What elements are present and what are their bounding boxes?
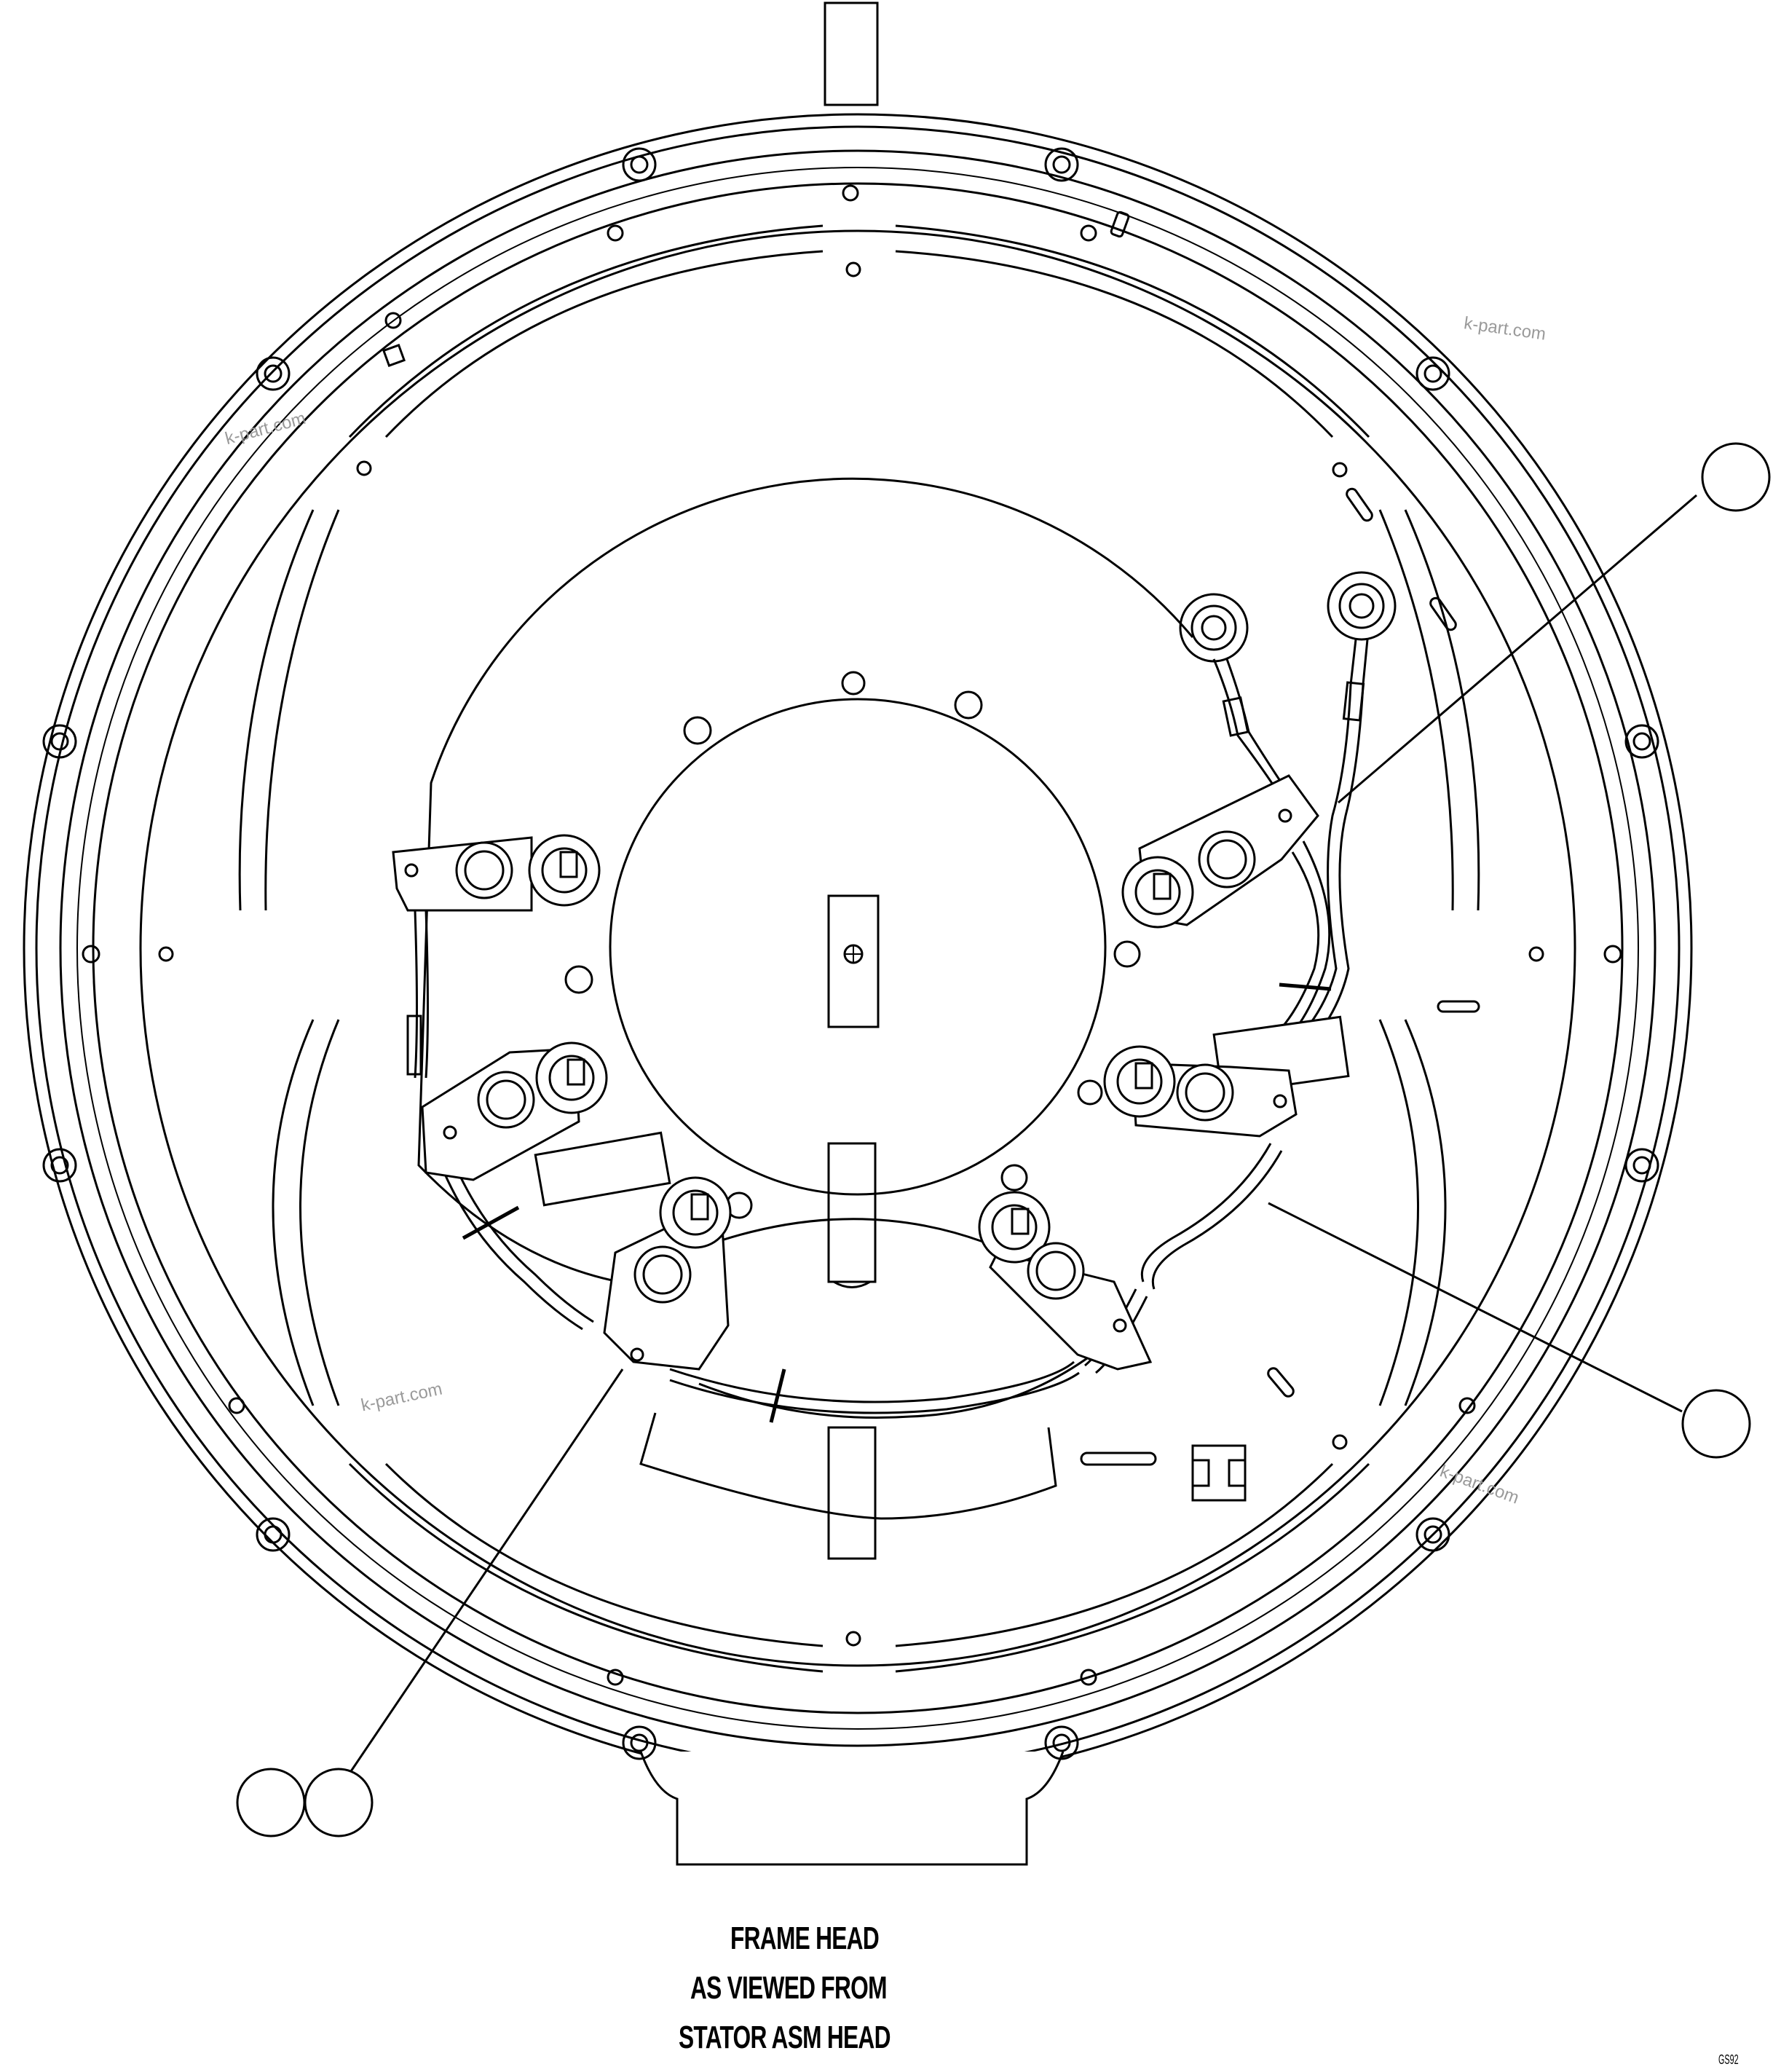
- top-lifting-tab: [824, 1, 879, 106]
- callout-balloon-lower-left-b: [304, 1768, 374, 1837]
- web-small-slots: [382, 210, 1480, 1466]
- hub: [417, 477, 1194, 1560]
- lug-right-upper: [1121, 774, 1319, 929]
- outer-bolt-holes: [42, 147, 1659, 1760]
- caption-line-1: FRAME HEAD: [730, 1921, 880, 1956]
- web-small-holes: [82, 184, 1622, 1686]
- lug-bottom-center: [603, 1176, 732, 1371]
- callout-balloon-lower-left-a: [236, 1768, 306, 1837]
- bottom-foot: [639, 1751, 1065, 1866]
- callouts: [236, 442, 1771, 1837]
- lug-left-upper: [392, 834, 601, 912]
- hub-holes: [564, 671, 1141, 1219]
- lug-right-middle: [1103, 1015, 1350, 1138]
- lead-wires: [406, 639, 1369, 1423]
- callout-balloon-lower-right: [1681, 1389, 1751, 1459]
- terminal-block: [1191, 1444, 1247, 1502]
- drawing-code: GS92: [1718, 2052, 1739, 2067]
- caption-line-3: STATOR ASM HEAD: [679, 2020, 891, 2055]
- web-plate-slots: [238, 224, 1480, 1673]
- lug-left-lower: [421, 1041, 671, 1207]
- callout-balloon-upper-right: [1701, 442, 1771, 512]
- lug-right-lower: [978, 1191, 1153, 1371]
- caption-line-2: AS VIEWED FROM: [690, 1970, 887, 2006]
- terminal-studs: [1179, 571, 1397, 663]
